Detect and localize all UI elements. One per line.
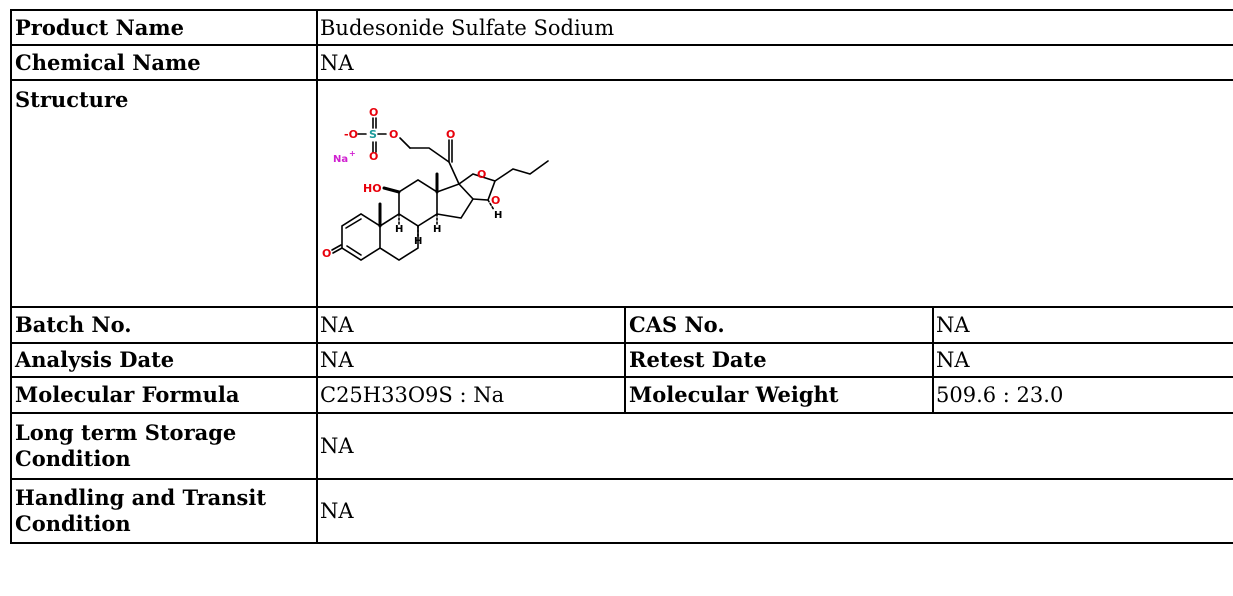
row-structure: Structure: [10, 79, 1233, 308]
structure-cell: O -O S O O Na + HO O O O H H H H O: [315, 79, 1233, 308]
atom-s: S: [369, 128, 377, 141]
storage-condition-label: Long term Storage Condition: [10, 412, 318, 480]
structure-label: Structure: [10, 79, 318, 308]
atom-o-keto: O: [446, 128, 455, 141]
atom-o-ring2: O: [491, 194, 500, 207]
product-spec-table: Product Name Budesonide Sulfate Sodium C…: [10, 9, 1233, 544]
atom-o-lower: O: [369, 150, 378, 163]
atom-ho: HO: [363, 182, 382, 195]
chemical-name-label: Chemical Name: [10, 44, 318, 81]
chemical-name-value: NA: [315, 44, 1233, 81]
handling-condition-label: Handling and Transit Condition: [10, 478, 318, 544]
row-chemical-name: Chemical Name NA: [10, 44, 1233, 81]
atom-h4: H: [494, 210, 502, 221]
atom-h3: H: [433, 224, 441, 235]
handling-condition-value: NA: [315, 478, 1233, 544]
molecular-weight-label: Molecular Weight: [624, 376, 934, 414]
atom-o-ring1: O: [477, 168, 486, 181]
product-name-label: Product Name: [10, 9, 318, 46]
atom-na-plus: +: [349, 149, 356, 158]
row-storage: Long term Storage Condition NA: [10, 412, 1233, 480]
batch-label: Batch No.: [10, 306, 318, 344]
row-molecular: Molecular Formula C25H33O9S : Na Molecul…: [10, 376, 1233, 414]
cas-label: CAS No.: [624, 306, 934, 344]
storage-condition-value: NA: [315, 412, 1233, 480]
retest-date-value: NA: [931, 342, 1233, 378]
atom-o-top: O: [369, 106, 378, 119]
row-batch-cas: Batch No. NA CAS No. NA: [10, 306, 1233, 344]
atom-o-bridge: O: [389, 128, 398, 141]
analysis-date-label: Analysis Date: [10, 342, 318, 378]
structure-bonds: [331, 117, 549, 261]
batch-value: NA: [316, 306, 626, 344]
atom-h1: H: [395, 224, 403, 235]
structure-diagram: O -O S O O Na + HO O O O H H H H O: [322, 106, 549, 261]
molecular-weight-value: 509.6 : 23.0: [931, 376, 1233, 414]
analysis-date-value: NA: [316, 342, 626, 378]
row-dates: Analysis Date NA Retest Date NA: [10, 342, 1233, 378]
row-handling: Handling and Transit Condition NA: [10, 478, 1233, 544]
atom-na: Na: [333, 154, 348, 165]
cas-value: NA: [931, 306, 1233, 344]
atom-o-enone: O: [322, 247, 331, 260]
atom-h2: H: [414, 236, 422, 247]
molecular-formula-value: C25H33O9S : Na: [316, 376, 626, 414]
molecular-formula-label: Molecular Formula: [10, 376, 318, 414]
retest-date-label: Retest Date: [624, 342, 934, 378]
atom-o-minus: -O: [344, 128, 358, 141]
product-name-value: Budesonide Sulfate Sodium: [315, 9, 1233, 46]
row-product-name: Product Name Budesonide Sulfate Sodium: [10, 9, 1233, 46]
